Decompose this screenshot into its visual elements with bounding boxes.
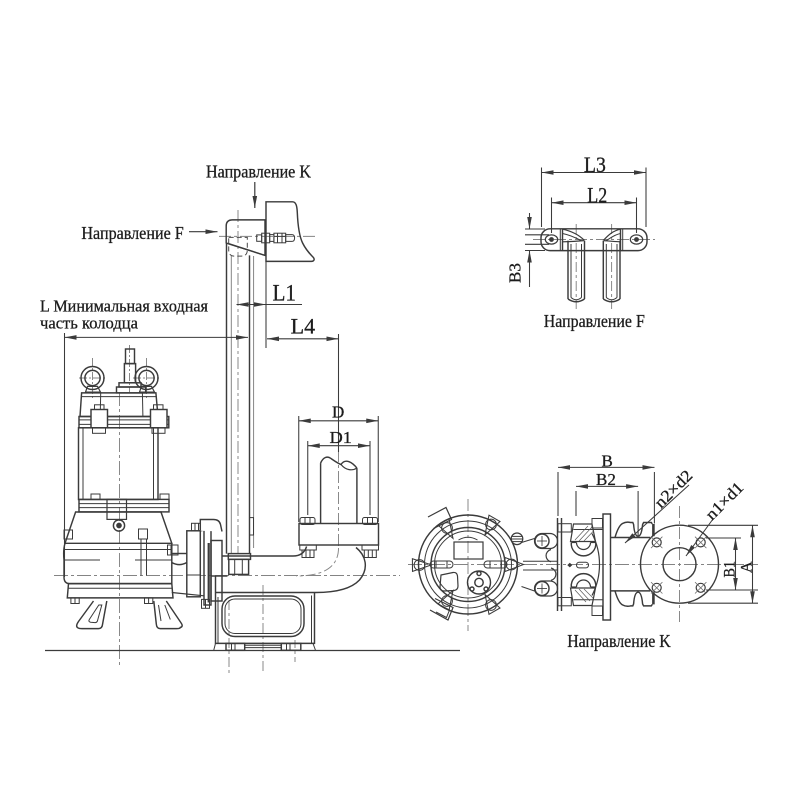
svg-text:B1: B1: [722, 561, 739, 578]
svg-text:L3: L3: [584, 152, 606, 177]
svg-text:Направление K: Направление K: [206, 162, 311, 182]
svg-text:L Минимальная входная: L Минимальная входная: [40, 297, 208, 316]
svg-text:Направление F: Направление F: [81, 223, 183, 243]
svg-text:n1×d1: n1×d1: [701, 478, 747, 524]
svg-text:L2: L2: [587, 182, 607, 207]
svg-text:L4: L4: [291, 314, 316, 339]
svg-text:часть колодца: часть колодца: [40, 314, 138, 333]
svg-text:B: B: [602, 452, 613, 471]
svg-text:B2: B2: [596, 470, 616, 489]
svg-text:Направление F: Направление F: [544, 311, 645, 331]
svg-text:B3: B3: [506, 263, 525, 283]
svg-text:n2×d2: n2×d2: [650, 466, 696, 512]
svg-text:A: A: [739, 561, 756, 573]
svg-text:Направление K: Направление K: [567, 631, 671, 651]
svg-text:L1: L1: [273, 281, 297, 306]
svg-text:D1: D1: [330, 428, 353, 447]
svg-text:D: D: [332, 403, 344, 422]
